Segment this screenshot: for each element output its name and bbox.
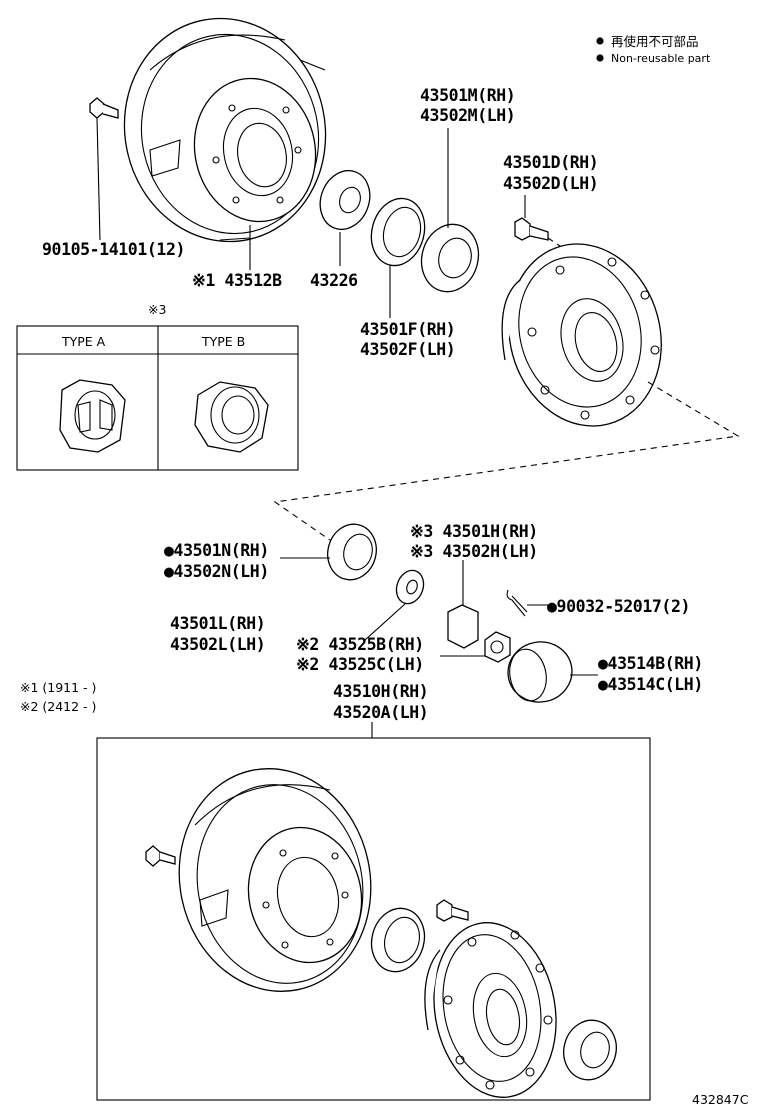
cotter-pin-icon [506,589,548,617]
legend-jp: 再使用不可部品 [611,34,699,49]
label-hub-rh: 43510H(RH) [333,682,428,701]
reference-number: 432847C [692,1092,749,1107]
castle-nut-icon [59,379,126,453]
label-bearing-m-lh: 43502M(LH) [420,106,515,125]
label-grease-cap-rh: ●43514B(RH) [598,654,703,673]
label-lock-nut-lh: ※2 43525C(LH) [296,655,424,674]
label-lock-nut-rh: ※2 43525B(RH) [296,635,424,654]
washer-icon [364,569,425,641]
hub-nut-icon [447,560,479,649]
label-inner-bearing-rh: ●43501N(RH) [164,541,269,560]
type-b-label: TYPE B [201,334,245,349]
seal-icon [319,169,371,266]
lock-nut-icon [440,631,511,663]
label-washer-rh: 43501L(RH) [170,614,265,633]
hub-bolt-icon [514,195,561,247]
label-hub-nut-lh: ※3 43502H(LH) [410,542,538,561]
drum-bolt-icon [89,97,119,241]
grease-cap-icon [507,641,598,703]
type-table-note: ※3 [148,302,166,317]
legend-en: Non-reusable part [611,52,711,65]
legend-dot-icon [596,37,604,45]
assembly-hub-icon [424,922,557,1098]
legend-dot-icon [596,54,604,62]
type-a-label: TYPE A [61,334,106,349]
hex-nut-icon [194,381,269,453]
label-cotter-pin: ●90032-52017(2) [547,597,690,616]
brake-drum-icon [123,17,327,243]
guide-line [273,381,740,541]
label-seal: 43226 [310,271,358,290]
type-table: ※3 TYPE A TYPE B [16,302,299,471]
assembly-race-icon [370,907,426,973]
hub-icon [501,243,662,427]
label-washer-lh: 43502L(LH) [170,635,265,654]
label-hub-nut-rh: ※3 43501H(RH) [410,522,538,541]
label-hub-lh: 43520A(LH) [333,703,428,722]
label-grease-cap-lh: ●43514C(LH) [598,675,703,694]
assembly-box [96,722,651,1101]
inner-bearing-icon [280,523,377,581]
race-icon [370,197,426,318]
bearing-icon [420,128,480,293]
label-race-rh: 43501F(RH) [360,320,455,339]
label-inner-bearing-lh: ●43502N(LH) [164,562,269,581]
label-drum: ※1 43512B [192,271,282,290]
label-hub-bolt-lh: 43502D(LH) [503,174,598,193]
assembly-hub-bolt-icon [436,899,469,922]
note-1: ※1 (1911 - ) [20,680,96,695]
label-hub-bolt-rh: 43501D(RH) [503,153,598,172]
label-race-lh: 43502F(LH) [360,340,455,359]
label-drum-bolt: 90105-14101(12) [42,240,185,259]
assembly-drum-icon [178,768,372,992]
assembly-bearing-icon [563,1019,617,1081]
label-bearing-m-rh: 43501M(RH) [420,86,515,105]
assembly-bolt-icon [145,845,176,867]
legend: 再使用不可部品 Non-reusable part [596,34,711,65]
note-2: ※2 (2412 - ) [20,699,96,714]
